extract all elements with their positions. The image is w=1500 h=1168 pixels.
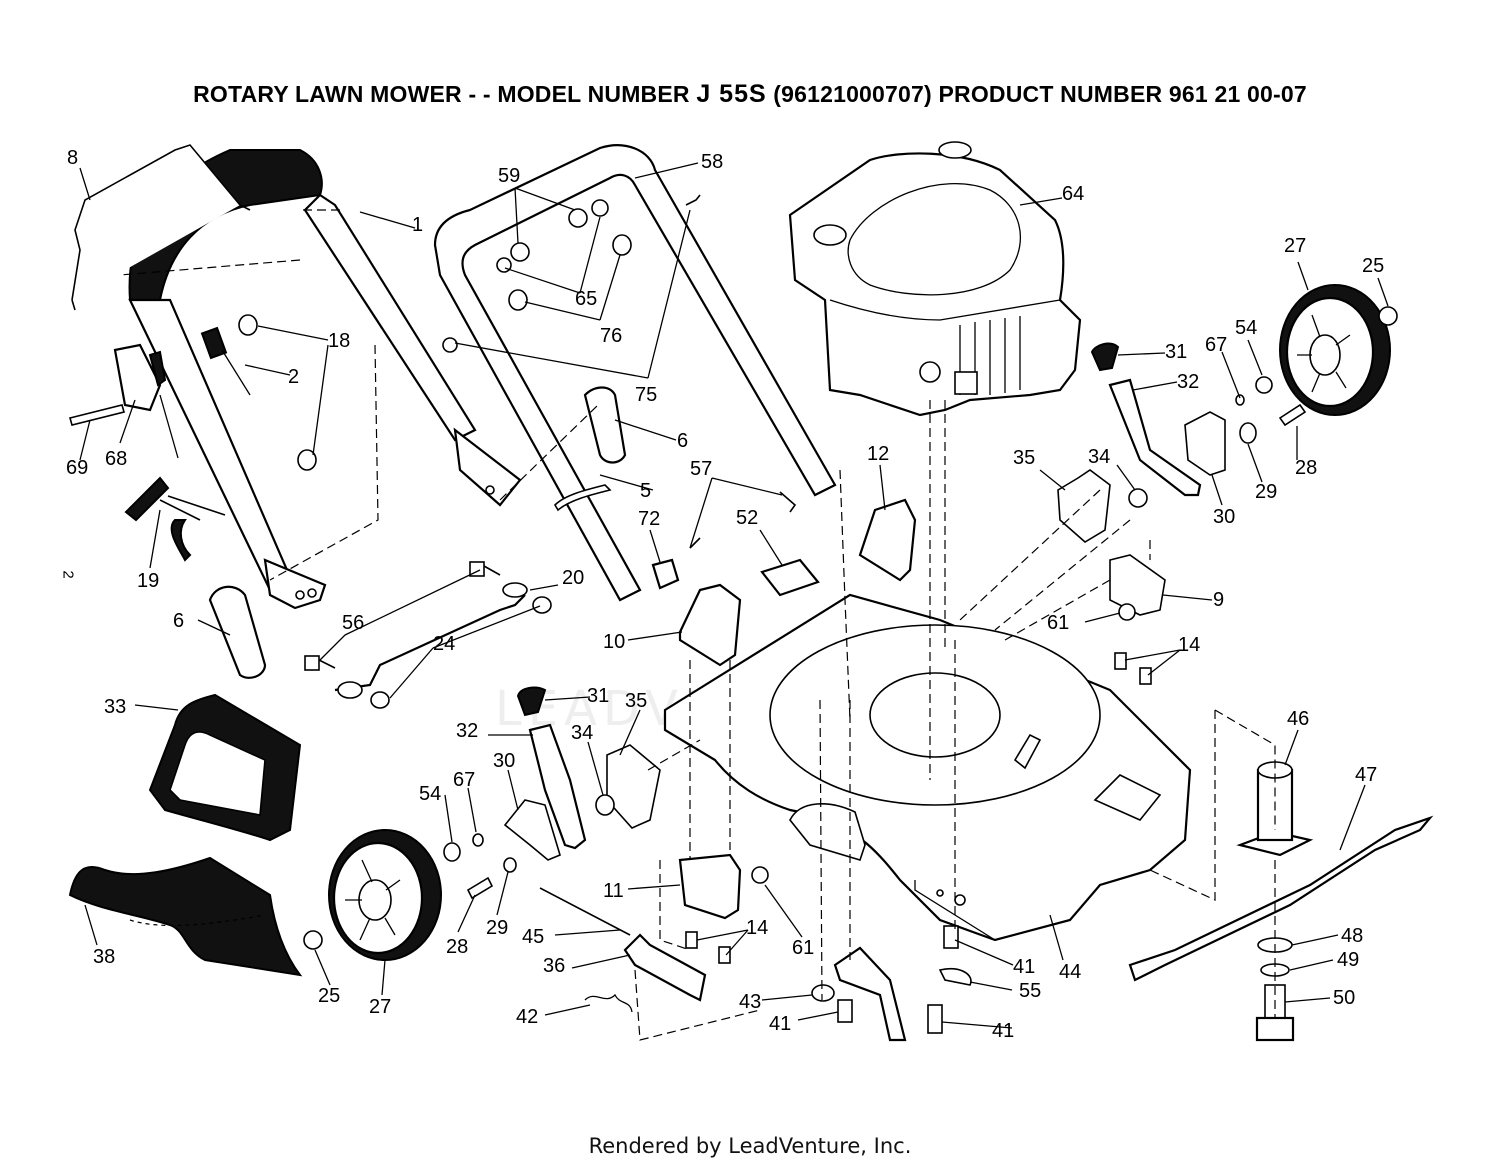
- callout-24: 24: [433, 633, 455, 655]
- callout-12: 12: [867, 443, 889, 465]
- callout-61-left: 61: [792, 937, 814, 959]
- callout-36: 36: [543, 955, 565, 977]
- callout-41-bottom: 41: [769, 1013, 791, 1035]
- callout-5: 5: [640, 480, 651, 502]
- callout-65: 65: [575, 288, 597, 310]
- callout-57: 57: [690, 458, 712, 480]
- callout-29-right: 29: [1255, 481, 1277, 503]
- handle-nuts: [238, 194, 701, 471]
- callout-68: 68: [105, 448, 127, 470]
- handle-knob: [124, 476, 226, 562]
- callout-34-right: 34: [1088, 446, 1110, 468]
- callout-27-right: 27: [1284, 235, 1306, 257]
- callout-32-right: 32: [1177, 371, 1199, 393]
- callout-75: 75: [635, 384, 657, 406]
- upper-handle: [433, 144, 837, 602]
- callout-34-left: 34: [571, 722, 593, 744]
- callout-56: 56: [342, 612, 364, 634]
- callout-58: 58: [701, 151, 723, 173]
- callout-2: 2: [288, 366, 299, 388]
- callout-67-right: 67: [1205, 334, 1227, 356]
- diagram-title: ROTARY LAWN MOWER - - MODEL NUMBER J 55S…: [0, 80, 1500, 109]
- callout-64: 64: [1062, 183, 1084, 205]
- wheel-left: [303, 829, 442, 961]
- callout-1: 1: [412, 214, 423, 236]
- title-suffix: (96121000707) PRODUCT NUMBER 961 21 00-0…: [773, 81, 1307, 107]
- control-bar: [71, 144, 251, 311]
- rear-axle-parts: [539, 887, 707, 1013]
- callout-67-left: 67: [453, 769, 475, 791]
- model-number: J 55S: [696, 80, 767, 108]
- mower-deck: [663, 593, 1192, 942]
- callout-55: 55: [1019, 980, 1041, 1002]
- callout-19: 19: [137, 570, 159, 592]
- callout-30-right: 30: [1213, 506, 1235, 528]
- callout-41-right: 41: [992, 1020, 1014, 1042]
- callout-28-right: 28: [1295, 457, 1317, 479]
- callout-31-left: 31: [587, 685, 609, 707]
- callout-25-right: 25: [1362, 255, 1384, 277]
- callout-43: 43: [739, 991, 761, 1013]
- callout-49: 49: [1337, 949, 1359, 971]
- leader-lines: [79, 162, 1389, 1029]
- callout-41-top: 41: [1013, 956, 1035, 978]
- callout-48: 48: [1341, 925, 1363, 947]
- cable-clip-upper: [583, 386, 627, 464]
- callout-20: 20: [562, 567, 584, 589]
- engine: [788, 141, 1082, 417]
- callout-25-left: 25: [318, 985, 340, 1007]
- height-adjuster-right: [1057, 342, 1307, 543]
- callout-59: 59: [498, 165, 520, 187]
- callout-76: 76: [600, 325, 622, 347]
- callout-11: 11: [603, 880, 624, 902]
- footer-credit: Rendered by LeadVenture, Inc.: [588, 1134, 912, 1158]
- height-adjust-rod: [304, 561, 552, 709]
- callout-35-left: 35: [625, 690, 647, 712]
- callout-61-right: 61: [1047, 612, 1069, 634]
- callout-27-left: 27: [369, 996, 391, 1018]
- callout-9: 9: [1213, 589, 1224, 611]
- callout-14-left: 14: [746, 917, 768, 939]
- callout-31-right: 31: [1165, 341, 1187, 363]
- brackets: [678, 498, 1166, 920]
- callout-46: 46: [1287, 708, 1309, 730]
- callout-35-right: 35: [1013, 447, 1035, 469]
- blade-assembly: [1128, 761, 1434, 1042]
- callout-44: 44: [1059, 961, 1081, 983]
- clip-and-pins: [651, 491, 797, 590]
- cable-clip-left: [208, 585, 267, 679]
- callout-29-left: 29: [486, 917, 508, 939]
- grass-bag: [68, 693, 303, 977]
- height-adjuster-left: [443, 686, 661, 900]
- deflector-plate: [760, 558, 820, 597]
- callout-33: 33: [104, 696, 126, 718]
- callout-6-lower: 6: [173, 610, 184, 632]
- callout-45: 45: [522, 926, 544, 948]
- callout-54-right: 54: [1235, 317, 1257, 339]
- callout-32-left: 32: [456, 720, 478, 742]
- callout-labels: 1 2 5 6 6 8 9 10 11 12 14 14 18 19 20 24…: [66, 147, 1384, 1042]
- fasteners: [685, 603, 1152, 1042]
- wheel-right: [1279, 284, 1398, 416]
- callout-47: 47: [1355, 764, 1377, 786]
- callout-30-left: 30: [493, 750, 515, 772]
- engine-brake-cable: [69, 326, 251, 459]
- callout-50: 50: [1333, 987, 1355, 1009]
- callout-6-upper: 6: [677, 430, 688, 452]
- callout-52: 52: [736, 507, 758, 529]
- callout-42: 42: [516, 1006, 538, 1028]
- callout-18: 18: [328, 330, 350, 352]
- callout-14-right: 14: [1178, 634, 1200, 656]
- title-prefix: ROTARY LAWN MOWER - - MODEL NUMBER: [193, 81, 690, 107]
- callout-69: 69: [66, 457, 88, 479]
- callout-28-left: 28: [446, 936, 468, 958]
- cable-tie: [553, 484, 612, 512]
- callout-54-left: 54: [419, 783, 441, 805]
- callout-8: 8: [67, 147, 78, 169]
- assembly-lines: [119, 209, 1276, 1041]
- callout-72: 72: [638, 508, 660, 530]
- callout-10: 10: [603, 631, 625, 653]
- callout-38: 38: [93, 946, 115, 968]
